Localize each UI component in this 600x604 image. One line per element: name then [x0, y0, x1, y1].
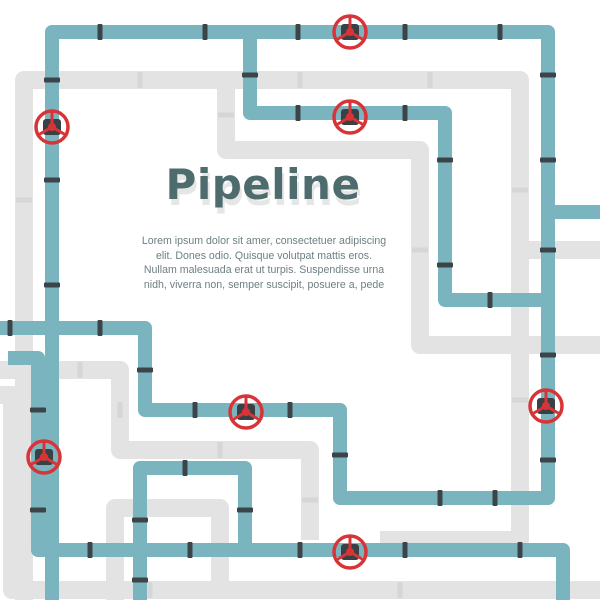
pipe-segment [243, 32, 548, 307]
flange-icon [402, 542, 408, 558]
flange-icon [44, 177, 60, 183]
valve-icon [228, 394, 264, 430]
shadow-flange [16, 197, 32, 203]
shadow-flange [117, 402, 123, 418]
flange-icon [437, 490, 443, 506]
flange-icon [492, 490, 498, 506]
flange-icon [30, 507, 46, 513]
flange-icon [87, 542, 93, 558]
flange-icon [297, 542, 303, 558]
flange-icon [437, 262, 453, 268]
flange-icon [132, 577, 148, 583]
flange-icon [237, 507, 253, 513]
flange-icon [202, 24, 208, 40]
flange-icon [332, 452, 348, 458]
flange-icon [132, 517, 148, 523]
shadow-flange [302, 497, 318, 503]
shadow-pipe [217, 80, 600, 354]
valve-icon [332, 534, 368, 570]
flange-icon [487, 292, 493, 308]
valve-icon [26, 439, 62, 475]
flange-icon [187, 542, 193, 558]
valve-icon [528, 388, 564, 424]
shadow-flange [77, 362, 83, 378]
flange-icon [540, 72, 556, 78]
shadow-pipe [0, 386, 600, 599]
pipe-segment [8, 351, 570, 600]
flange-icon [287, 402, 293, 418]
page-title: Pipeline [165, 160, 361, 209]
flange-icon [44, 282, 60, 288]
shadow-flange [147, 582, 153, 598]
shadow-flange [412, 247, 428, 253]
shadow-flange [397, 582, 403, 598]
flange-icon [192, 402, 198, 418]
flange-icon [30, 407, 46, 413]
shadow-flange [512, 397, 528, 403]
shadow-flange [137, 72, 143, 88]
shadow-flange [218, 112, 234, 118]
flange-icon [242, 72, 258, 78]
body-line: nidh, viverra non, semper suscipit, posu… [143, 278, 385, 291]
pipe-segment [133, 461, 252, 600]
shadow-flange [427, 72, 433, 88]
shadow-pipes [0, 71, 600, 600]
flange-icon [97, 320, 103, 336]
body-line: Lorem ipsum dolor sit amer, consectetuer… [141, 235, 387, 247]
shadow-flange [217, 442, 223, 458]
shadow-pipe [15, 71, 529, 600]
flange-icon [540, 457, 556, 463]
flange-icon [295, 24, 301, 40]
flange-icon [540, 247, 556, 253]
flange-icon [44, 77, 60, 83]
flange-icon [137, 367, 153, 373]
flange-icon [402, 24, 408, 40]
valves [26, 14, 564, 570]
body-paragraph: Lorem ipsum dolor sit amer, consectetuer… [110, 234, 418, 292]
body-line: elit. Dones odio. Quisque volutpat matti… [155, 249, 373, 262]
shadow-flange [512, 187, 528, 193]
flange-icon [540, 157, 556, 163]
valve-icon [34, 109, 70, 145]
shadow-flange [297, 72, 303, 88]
flange-icon [182, 460, 188, 476]
flange-icon [7, 320, 13, 336]
valve-icon [332, 99, 368, 135]
flange-icon [402, 105, 408, 121]
flange-icon [540, 352, 556, 358]
flange-icon [517, 542, 523, 558]
flange-icon [295, 105, 301, 121]
flange-icon [497, 24, 503, 40]
flange-icon [437, 157, 453, 163]
flange-icon [97, 24, 103, 40]
valve-icon [332, 14, 368, 50]
body-line: Nullam malesuada erat ut turpis. Suspend… [143, 264, 385, 277]
